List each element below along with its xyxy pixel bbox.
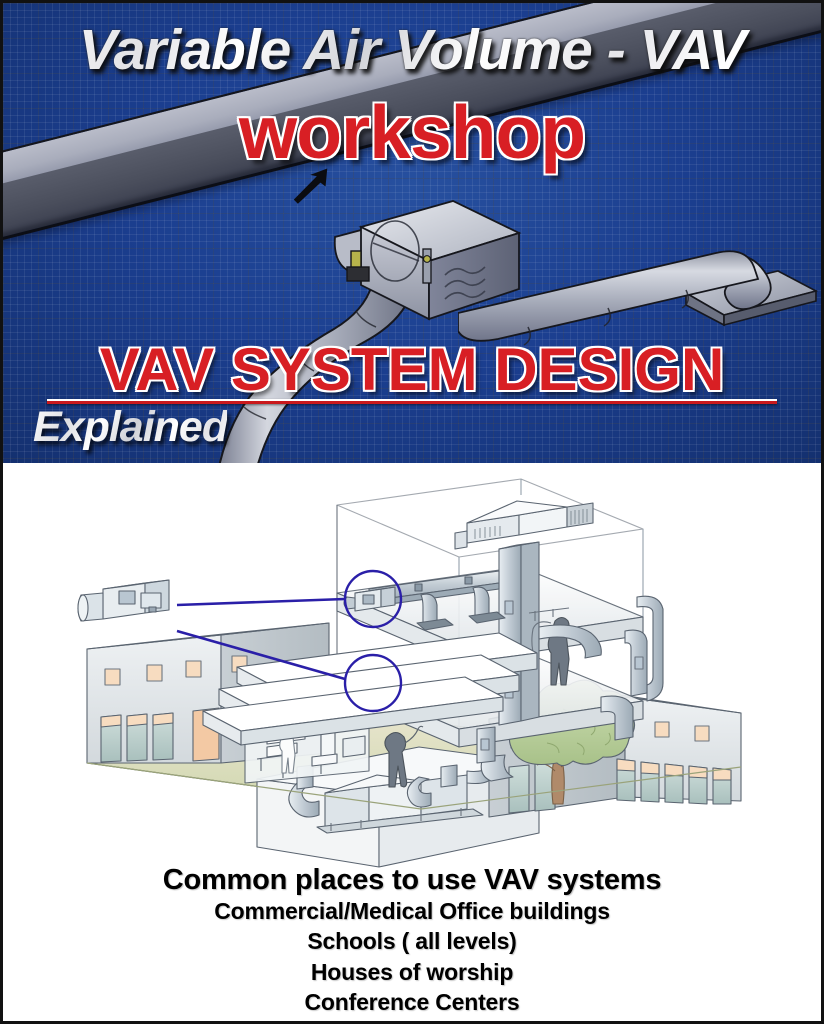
caption-title: Common places to use VAV systems — [162, 864, 662, 896]
illustration-panel — [3, 463, 821, 1021]
poster-title-main: Variable Air Volume - VAV — [3, 17, 821, 83]
vav-terminal-unit-icon — [333, 200, 522, 321]
caption-item: Conference Centers — [304, 989, 520, 1016]
header-blueprint-panel: Variable Air Volume - VAV workshop VAV S… — [3, 3, 821, 463]
title-underline-rule — [47, 399, 777, 404]
caption-item: Houses of worship — [310, 958, 514, 985]
caption-block: Common places to use VAV systems Commerc… — [3, 865, 821, 1018]
poster-title-design: VAV SYSTEM DESIGN — [99, 336, 725, 403]
caption-item: Schools ( all levels) — [307, 928, 517, 955]
poster-title-workshop: workshop — [238, 90, 586, 174]
airflow-arrow-icon — [293, 168, 328, 204]
caption-item: Commercial/Medical Office buildings — [214, 897, 610, 924]
round-duct-down-icon — [218, 284, 416, 463]
poster-title-explained: Explained — [33, 403, 228, 451]
building-cutaway-svg — [77, 478, 742, 868]
round-duct-right-icon — [458, 250, 818, 346]
building-cutaway-illustration — [69, 471, 759, 871]
